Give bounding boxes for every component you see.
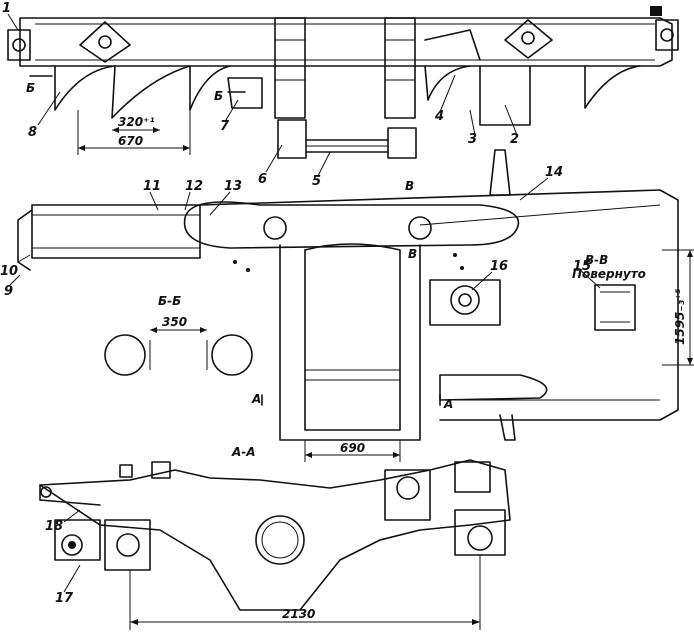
dim-1595: 1595₋₃⁺⁵ bbox=[673, 288, 687, 345]
dim-690: 690 bbox=[340, 441, 365, 455]
callout-labels: 1 2 3 4 5 6 7 8 9 10 11 12 13 14 15 16 1… bbox=[0, 1, 591, 606]
callout-17: 17 bbox=[55, 591, 74, 606]
callout-1: 1 bbox=[2, 1, 11, 16]
section-mark-a-left: А bbox=[251, 392, 261, 406]
section-mark-b-mid: Б bbox=[214, 89, 223, 103]
callout-7: 7 bbox=[220, 119, 230, 134]
section-title-aa: А-А bbox=[231, 445, 256, 459]
dim-320: 320⁺¹ bbox=[118, 115, 155, 129]
callout-14: 14 bbox=[545, 165, 563, 180]
callout-5: 5 bbox=[312, 174, 321, 189]
dim-2130: 2130 bbox=[282, 607, 315, 621]
callout-11: 11 bbox=[143, 179, 161, 194]
leader-lines bbox=[7, 13, 601, 593]
section-title-bb: Б-Б bbox=[158, 294, 181, 308]
callout-12: 12 bbox=[185, 179, 203, 194]
bottom-section-aa bbox=[39, 459, 511, 630]
section-mark-a-right: А bbox=[443, 397, 453, 411]
callout-18: 18 bbox=[45, 519, 63, 534]
callout-4: 4 bbox=[434, 109, 444, 124]
callout-6: 6 bbox=[258, 172, 267, 187]
section-mark-labels: Б Б В В А А Б-Б В-В Повернуто А-А bbox=[26, 81, 646, 459]
section-mark-v-top: В bbox=[405, 179, 414, 193]
top-frame-view bbox=[7, 6, 679, 159]
section-mark-v-mid: В bbox=[408, 247, 417, 261]
callout-10: 10 bbox=[0, 264, 18, 279]
callout-3: 3 bbox=[468, 132, 477, 147]
dim-670: 670 bbox=[118, 134, 143, 148]
callout-9: 9 bbox=[4, 284, 13, 299]
callout-13: 13 bbox=[224, 179, 242, 194]
section-title-vv: В-В bbox=[585, 253, 608, 267]
dimension-labels: 670 320⁺¹ 350 690 2130 1595₋₃⁺⁵ bbox=[118, 115, 687, 621]
section-mark-b-left: Б bbox=[26, 81, 35, 95]
callout-15: 15 bbox=[573, 259, 591, 274]
dim-350: 350 bbox=[162, 315, 187, 329]
middle-plan-view bbox=[17, 149, 694, 462]
section-bb bbox=[104, 327, 253, 376]
callout-16: 16 bbox=[490, 259, 508, 274]
callout-2: 2 bbox=[510, 132, 519, 147]
callout-8: 8 bbox=[28, 125, 37, 140]
section-rotated-note: Повернуто bbox=[572, 267, 646, 281]
